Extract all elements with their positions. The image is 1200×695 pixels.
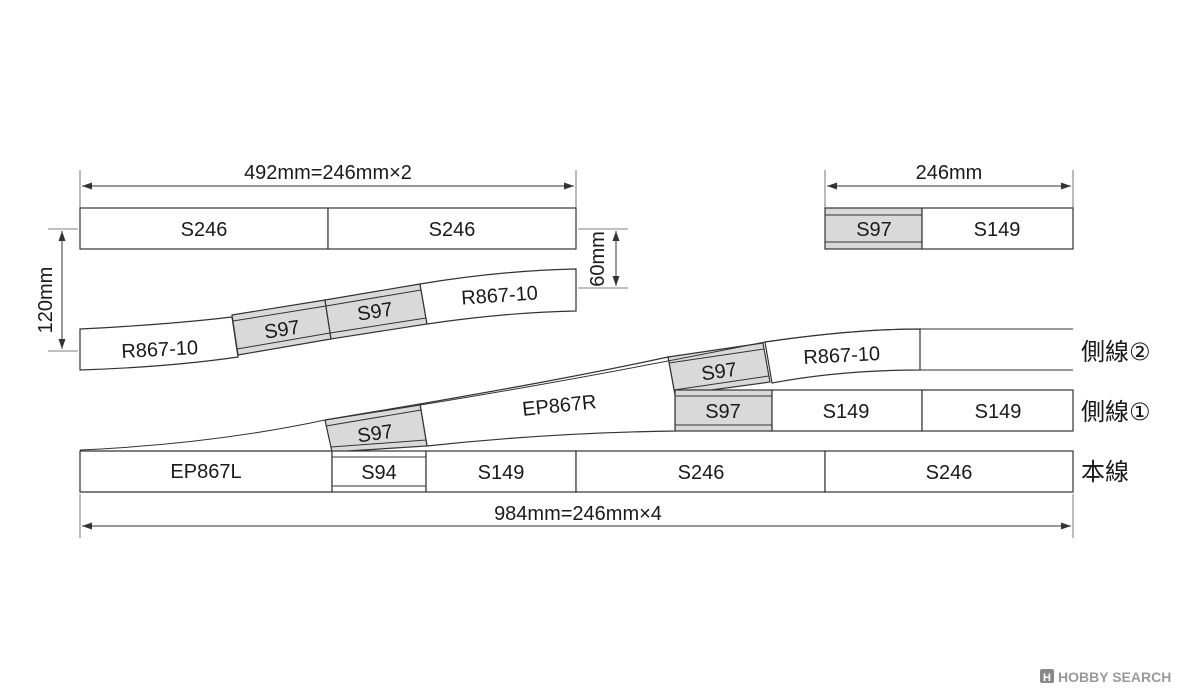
svg-text:H: H xyxy=(1043,672,1051,684)
piece-label: S246 xyxy=(181,219,228,241)
piece-r867-right: R867-10 xyxy=(419,268,577,325)
track-side2-open xyxy=(919,328,1073,371)
piece-ep867r: EP867R xyxy=(419,356,676,447)
piece-s149-top-right: S149 xyxy=(921,207,1074,250)
piece-label: R867-10 xyxy=(121,337,199,363)
hobby-search-watermark: H HOBBY SEARCH xyxy=(1040,669,1171,685)
piece-label: R867-10 xyxy=(803,343,881,369)
piece-label: S94 xyxy=(361,462,397,484)
piece-label: S149 xyxy=(974,219,1021,241)
watermark-text: HOBBY SEARCH xyxy=(1058,669,1171,685)
dimension-label: 492mm=246mm×2 xyxy=(244,162,412,184)
dimension-left-vertical: 120mm xyxy=(35,228,78,352)
label-side-line-1: 側線① xyxy=(1081,398,1151,426)
piece-r867-side2: R867-10 xyxy=(764,328,921,384)
piece-label: S97 xyxy=(700,359,738,386)
piece-s149-main: S149 xyxy=(425,450,577,493)
piece-label: S97 xyxy=(263,316,302,343)
piece-label: EP867L xyxy=(170,461,241,483)
piece-label: R867-10 xyxy=(461,282,539,309)
piece-s246-top-b: S246 xyxy=(327,207,577,250)
piece-label: S97 xyxy=(356,298,395,325)
dimension-mid-vertical: 60mm xyxy=(578,228,628,289)
dimension-label: 984mm=246mm×4 xyxy=(494,503,662,525)
piece-label: S246 xyxy=(926,462,973,484)
piece-s97-top-right: S97 xyxy=(824,207,923,250)
piece-s246-main-a: S246 xyxy=(575,450,826,493)
piece-label: S149 xyxy=(975,401,1022,423)
piece-label: S246 xyxy=(678,462,725,484)
piece-s149-side1-b: S149 xyxy=(921,389,1074,432)
piece-label: S97 xyxy=(356,421,394,448)
dimension-top-left: 492mm=246mm×2 xyxy=(79,162,577,208)
label-side-line-2: 側線② xyxy=(1081,338,1151,366)
dimension-label: 60mm xyxy=(587,231,609,287)
piece-label: S149 xyxy=(823,401,870,423)
dimension-label: 246mm xyxy=(916,162,983,184)
piece-r867-left: R867-10 xyxy=(79,316,239,371)
dimension-top-right: 246mm xyxy=(824,162,1074,208)
piece-s97-side1: S97 xyxy=(674,389,773,432)
piece-s94: S94 xyxy=(331,450,427,493)
piece-s246-main-b: S246 xyxy=(824,450,1074,493)
dimension-label: 120mm xyxy=(35,267,57,334)
dimension-bottom: 984mm=246mm×4 xyxy=(79,494,1074,538)
piece-s97-curve-a: S97 xyxy=(231,299,332,356)
label-main-line: 本線 xyxy=(1081,458,1129,486)
piece-s246-top-a: S246 xyxy=(79,207,329,250)
piece-s149-side1-a: S149 xyxy=(771,389,923,432)
piece-label: S246 xyxy=(429,219,476,241)
piece-label: S97 xyxy=(705,401,741,423)
piece-s97-lower: S97 xyxy=(324,403,428,453)
piece-label: S97 xyxy=(856,219,892,241)
piece-ep867l: EP867L xyxy=(79,328,921,493)
piece-label: S149 xyxy=(478,462,525,484)
piece-s97-curve-b: S97 xyxy=(324,283,428,340)
